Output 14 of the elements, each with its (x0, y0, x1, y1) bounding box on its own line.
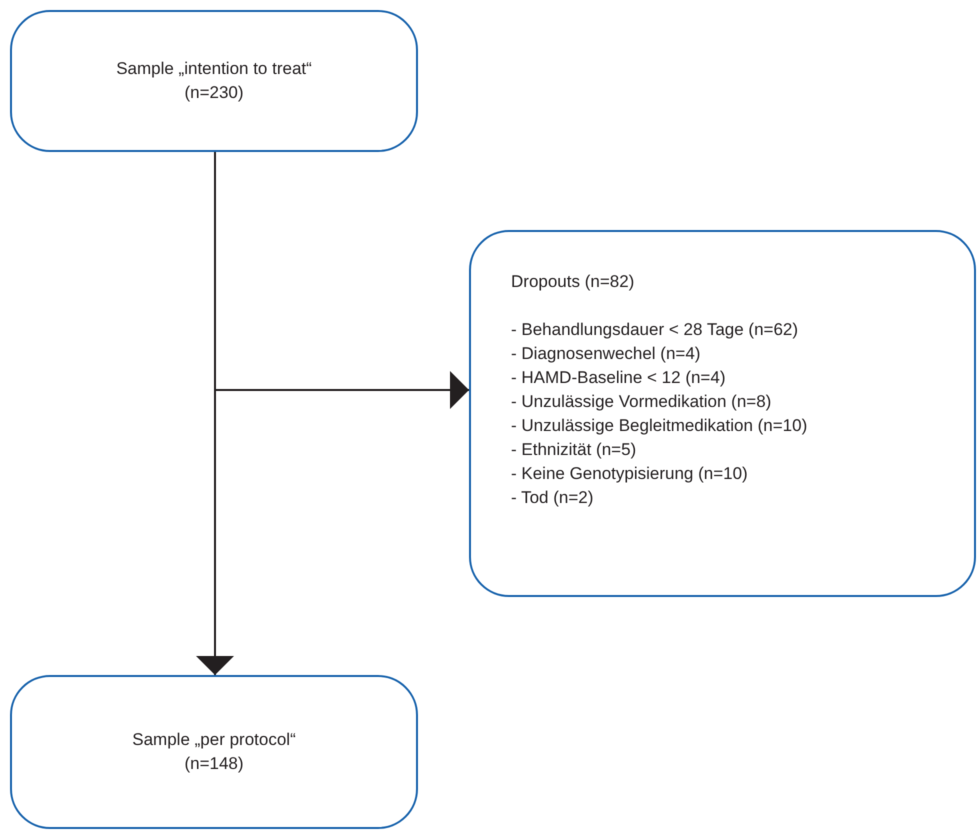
list-item: - HAMD-Baseline < 12 (n=4) (511, 367, 726, 389)
list-item: - Diagnosenwechel (n=4) (511, 343, 702, 365)
list-item: - Tod (n=2) (511, 487, 594, 509)
rounded-box (10, 10, 418, 152)
list-item: - Unzulässige Begleitmedikation (n=10) (511, 415, 808, 437)
rounded-box (469, 230, 976, 597)
list-item: - Unzulässige Vormedikation (n=8) (511, 391, 772, 413)
list-item: - Behandlungsdauer < 28 Tage (n=62) (511, 319, 800, 341)
box-text: Sample „intention to treat“ (n=230) (115, 58, 313, 104)
box-text: Sample „per protocol“ (n=148) (131, 729, 297, 775)
list-item: - Ethnizität (n=5) (511, 439, 638, 461)
box-heading: Dropouts (n=82) (511, 271, 636, 293)
list-item: - Keine Genotypisierung (n=10) (511, 463, 749, 485)
rounded-box (10, 675, 418, 829)
